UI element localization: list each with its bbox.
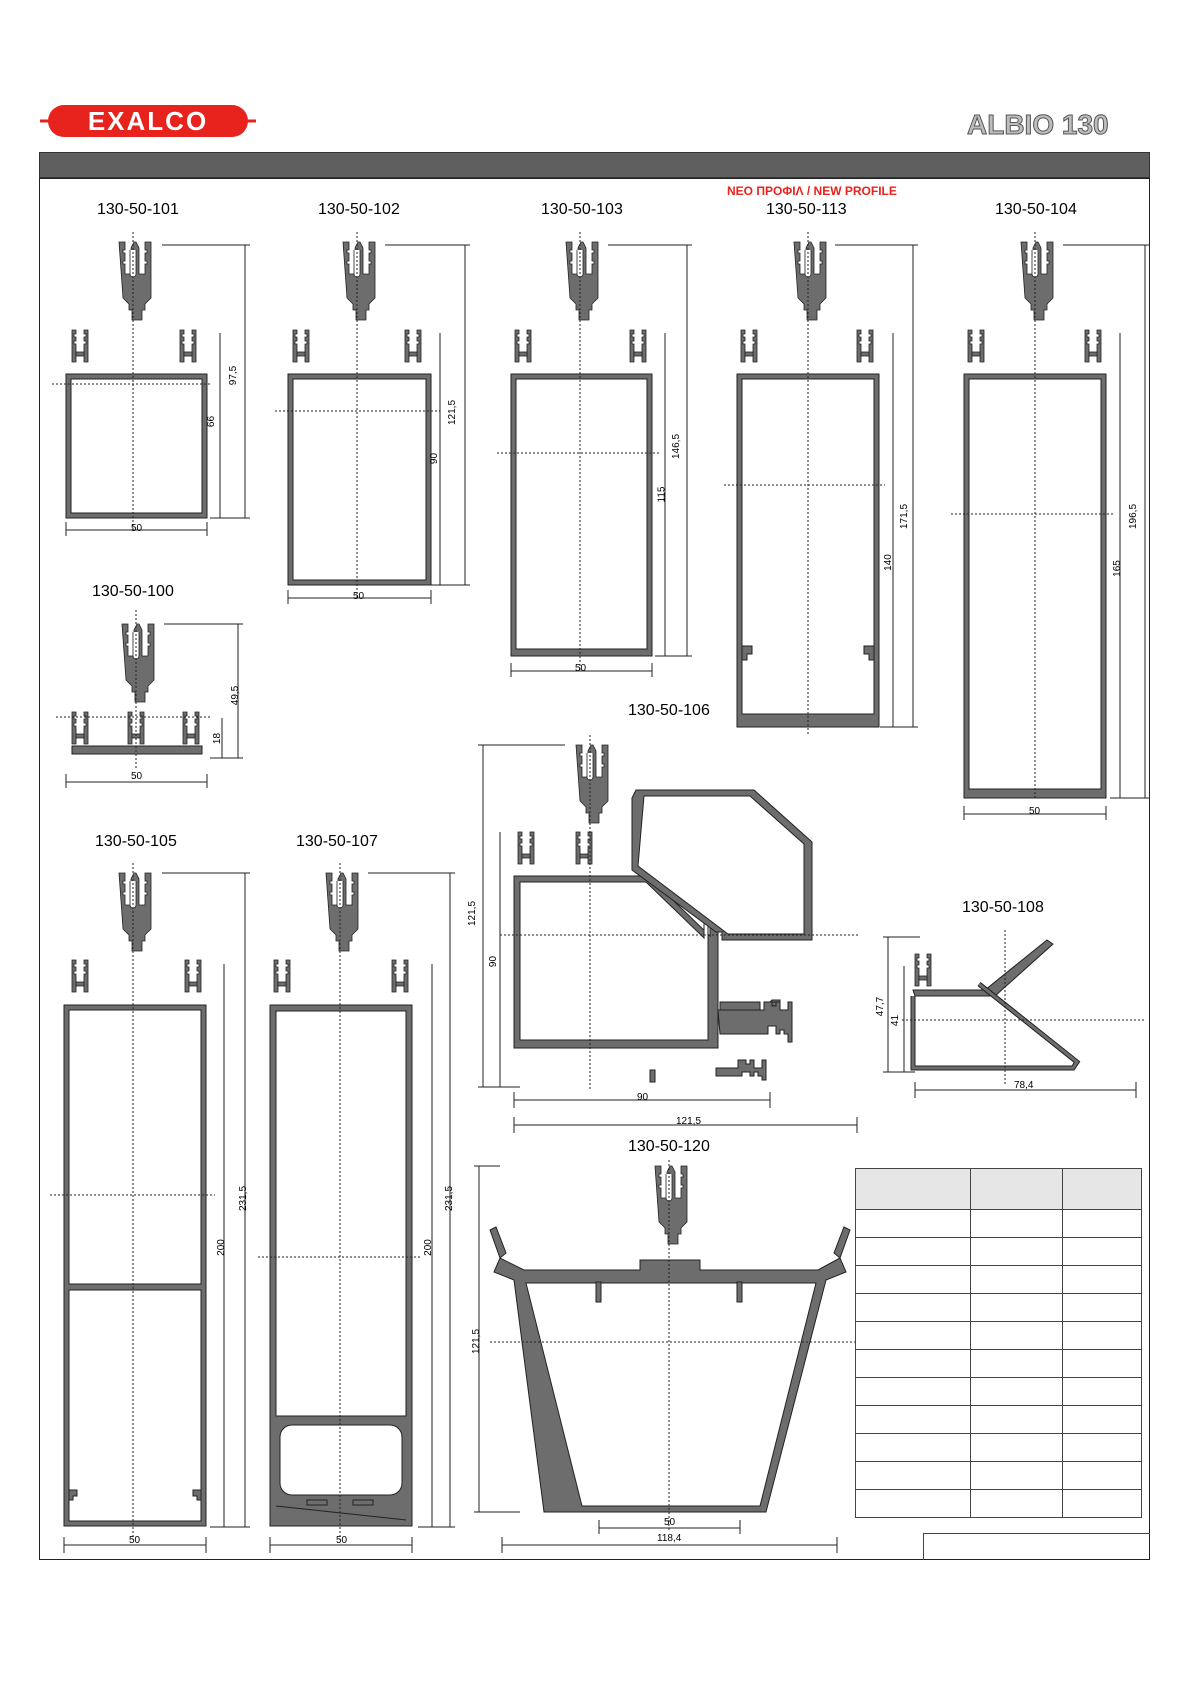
width-dimension: 50 [353,591,365,602]
profile-code: 130-50-104 [995,201,1077,218]
width-dimension: 50 [131,523,143,534]
width-dimension: 78,4 [1014,1080,1034,1091]
profile-code: 130-50-100 [92,583,174,600]
profile-code: 130-50-113 [766,201,847,218]
height-dimension: 171,5 [899,503,911,530]
profile-code: 130-50-108 [962,899,1044,916]
width-dimension: 50 [664,1517,676,1528]
profile-130-50-105 [50,863,250,1553]
height-dimension: 90 [488,955,500,968]
title-bar [39,152,1150,178]
height-dimension: 90 [429,452,441,465]
height-dimension: 121,5 [471,1328,483,1355]
height-dimension: 231,5 [238,1185,250,1212]
new-profile-note: ΝΕΟ ΠΡΟΦΙΛ / NEW PROFILE [727,184,897,198]
profile-130-50-106 [478,735,860,1133]
height-dimension: 97,5 [228,365,240,386]
height-dimension: 140 [882,554,894,571]
profile-code: 130-50-120 [628,1138,710,1155]
width-dimension: 50 [131,771,143,782]
height-dimension: 47,7 [875,996,887,1017]
drawing-sheet [39,178,1150,1560]
exalco-logo: EXALCO [40,105,256,137]
profile-130-50-107 [258,863,455,1553]
profile-code: 130-50-107 [296,833,378,850]
profile-code: 130-50-105 [95,833,177,850]
profile-code: 130-50-103 [541,201,623,218]
series-wordmark: ALBIO 130 [967,109,1109,140]
brand-wordmark: EXALCO [88,106,208,136]
height-dimension: 121,5 [467,900,479,927]
profile-130-50-101 [52,232,250,536]
width-dimension: 50 [1029,806,1041,817]
height-dimension: 49,5 [230,685,242,706]
footer-box [923,1533,1150,1560]
height-dimension: 200 [215,1239,227,1256]
height-dimension: 41 [890,1014,902,1027]
profile-130-50-104 [951,232,1150,820]
profile-130-50-102 [275,232,470,604]
width-dimension: 118,4 [657,1533,682,1544]
profile-code: 130-50-101 [97,201,179,218]
spec-table [855,1168,1142,1518]
height-dimension: 66 [206,415,218,428]
width-dimension: 90 [637,1092,649,1103]
width-dimension: 50 [129,1535,141,1546]
profile-code: 130-50-102 [318,201,400,218]
profile-130-50-113 [724,232,918,735]
height-dimension: 18 [212,732,224,745]
height-dimension: 200 [422,1239,434,1256]
height-dimension: 121,5 [447,399,459,426]
height-dimension: 115 [656,486,668,503]
profile-130-50-108 [883,930,1145,1098]
height-dimension: 231,5 [444,1185,456,1212]
series-logo: ALBIO 130 [967,109,1110,141]
profile-130-50-120 [474,1160,855,1553]
profile-code: 130-50-106 [628,702,710,719]
height-dimension: 196,5 [1128,503,1140,530]
width-dimension: 50 [336,1535,348,1546]
height-dimension: 165 [1111,560,1123,577]
width-dimension: 50 [575,663,587,674]
profile-130-50-100 [56,610,243,788]
height-dimension: 146,5 [671,433,683,460]
width-dimension: 121,5 [676,1116,702,1127]
profile-130-50-103 [497,232,692,677]
